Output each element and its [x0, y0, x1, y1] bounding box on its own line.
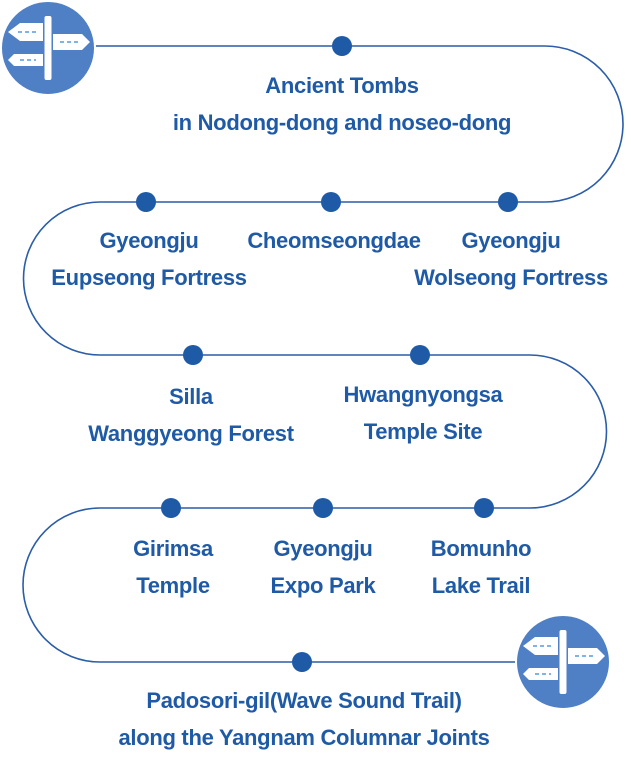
stop-label-line: Cheomseongdae [247, 228, 421, 253]
stop-label-line: Hwangnyongsa [343, 382, 503, 407]
stop-label-line: Padosori-gil(Wave Sound Trail) [146, 688, 462, 713]
stop-dots [136, 36, 518, 672]
stop-dot-padosori-gil [292, 652, 312, 672]
stop-label-padosori-gil: Padosori-gil(Wave Sound Trail) along the… [118, 682, 489, 756]
stop-dot-expo-park [313, 498, 333, 518]
stop-label-line: Gyeongju [99, 228, 199, 253]
stop-label-line: Silla [169, 384, 213, 409]
stop-dot-ancient-tombs [332, 36, 352, 56]
stop-label-line: Lake Trail [431, 573, 531, 598]
stop-label-girimsa: Girimsa Temple [133, 530, 213, 604]
stop-label-line: Eupseong Fortress [51, 265, 247, 290]
stop-label-bomunho: Bomunho Lake Trail [431, 530, 532, 604]
end-signpost-icon [515, 614, 611, 710]
stop-label-line: Wolseong Fortress [414, 265, 608, 290]
stop-label-line: along the Yangnam Columnar Joints [118, 725, 490, 750]
stop-dot-eupseong-fortress [136, 192, 156, 212]
stop-label-ancient-tombs: Ancient Tombs in Nodong-dong and noseo-d… [172, 67, 512, 141]
stop-label-line: in Nodong-dong and noseo-dong [172, 110, 512, 135]
stop-label-line: Ancient Tombs [265, 73, 419, 98]
stop-label-hwangnyongsa: Hwangnyongsa Temple Site [344, 376, 503, 450]
stop-label-wanggyeong-forest: Silla Wanggyeong Forest [88, 378, 294, 452]
stop-label-wolseong-fortress: Gyeongju Wolseong Fortress [414, 222, 608, 296]
stop-dot-girimsa [161, 498, 181, 518]
route-path [22, 45, 624, 663]
stop-dot-hwangnyongsa [410, 345, 430, 365]
stop-label-expo-park: Gyeongju Expo Park [271, 530, 376, 604]
stop-label-cheomseongdae: Cheomseongdae [247, 222, 421, 259]
stop-dot-wolseong-fortress [498, 192, 518, 212]
start-signpost-icon [0, 0, 96, 96]
stop-label-line: Temple [136, 573, 210, 598]
stop-label-line: Gyeongju [273, 536, 373, 561]
stop-dot-wanggyeong-forest [183, 345, 203, 365]
stop-label-line: Wanggyeong Forest [88, 421, 294, 446]
stop-dot-cheomseongdae [321, 192, 341, 212]
stop-label-eupseong-fortress: Gyeongju Eupseong Fortress [51, 222, 247, 296]
stop-label-line: Temple Site [363, 419, 483, 444]
stop-label-line: Bomunho [430, 536, 532, 561]
stop-label-line: Expo Park [270, 573, 376, 598]
stop-label-line: Gyeongju [461, 228, 561, 253]
stop-label-line: Girimsa [133, 536, 213, 561]
stop-dot-bomunho [474, 498, 494, 518]
